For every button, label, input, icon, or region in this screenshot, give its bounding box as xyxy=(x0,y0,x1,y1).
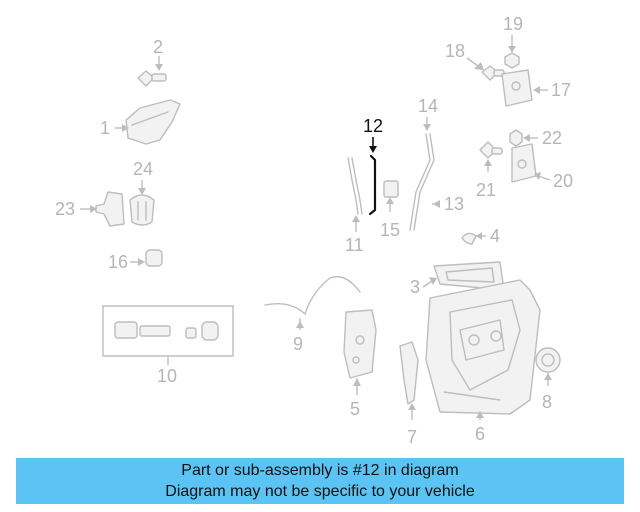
part-21-bolt xyxy=(479,141,503,172)
part-8-speaker xyxy=(535,347,561,386)
banner-line-2: Diagram may not be specific to your vehi… xyxy=(165,483,475,500)
part-2-bolt xyxy=(137,56,167,87)
part-23-cover xyxy=(80,191,125,227)
callout-22[interactable]: 22 xyxy=(542,128,562,148)
part-13-14-rod xyxy=(409,117,440,231)
callout-1[interactable]: 1 xyxy=(100,118,110,138)
part-18-bolt xyxy=(466,57,505,81)
info-banner: Part or sub-assembly is #12 in diagram D… xyxy=(16,458,624,504)
callout-20[interactable]: 20 xyxy=(553,171,573,191)
callout-19[interactable]: 19 xyxy=(503,14,523,34)
callout-9[interactable]: 9 xyxy=(293,334,303,354)
callout-16[interactable]: 16 xyxy=(108,252,128,272)
part-20-hinge xyxy=(511,143,551,183)
part-11-rod xyxy=(347,157,363,232)
part-7-bracket xyxy=(399,341,419,420)
part-24-clip xyxy=(129,180,155,226)
part-15-clip xyxy=(383,180,399,212)
callout-4[interactable]: 4 xyxy=(490,226,500,246)
part-17-hinge xyxy=(501,69,548,107)
part-4-grommet xyxy=(461,232,486,245)
part-16-grommet xyxy=(130,249,163,267)
parts-diagram: 2 1 24 23 16 10 xyxy=(55,14,573,447)
part-10-kit xyxy=(102,305,234,365)
part-12-rod-highlighted xyxy=(368,137,377,216)
callout-12[interactable]: 12 xyxy=(363,116,383,136)
part-22-nut xyxy=(509,129,538,147)
callout-13[interactable]: 13 xyxy=(444,194,464,214)
callout-18[interactable]: 18 xyxy=(445,41,465,61)
part-6-door-module xyxy=(425,279,541,420)
callout-5[interactable]: 5 xyxy=(350,399,360,419)
part-5-latch xyxy=(343,309,377,395)
banner-line-1: Part or sub-assembly is #12 in diagram xyxy=(181,462,459,479)
part-3-inner-handle xyxy=(422,261,505,291)
callout-15[interactable]: 15 xyxy=(380,220,400,240)
part-19-nut xyxy=(504,35,520,69)
callout-2[interactable]: 2 xyxy=(153,37,163,57)
callout-17[interactable]: 17 xyxy=(551,80,571,100)
callout-11[interactable]: 11 xyxy=(345,235,364,255)
callout-7[interactable]: 7 xyxy=(407,427,417,447)
callout-24[interactable]: 24 xyxy=(133,159,153,179)
part-9-cable xyxy=(264,275,361,330)
callout-14[interactable]: 14 xyxy=(418,96,438,116)
callout-23[interactable]: 23 xyxy=(55,199,75,219)
part-1-handle xyxy=(115,99,181,145)
callout-8[interactable]: 8 xyxy=(542,392,552,412)
callout-21[interactable]: 21 xyxy=(476,180,496,200)
callout-6[interactable]: 6 xyxy=(475,424,485,444)
callout-10[interactable]: 10 xyxy=(157,366,177,386)
callout-3[interactable]: 3 xyxy=(410,277,420,297)
